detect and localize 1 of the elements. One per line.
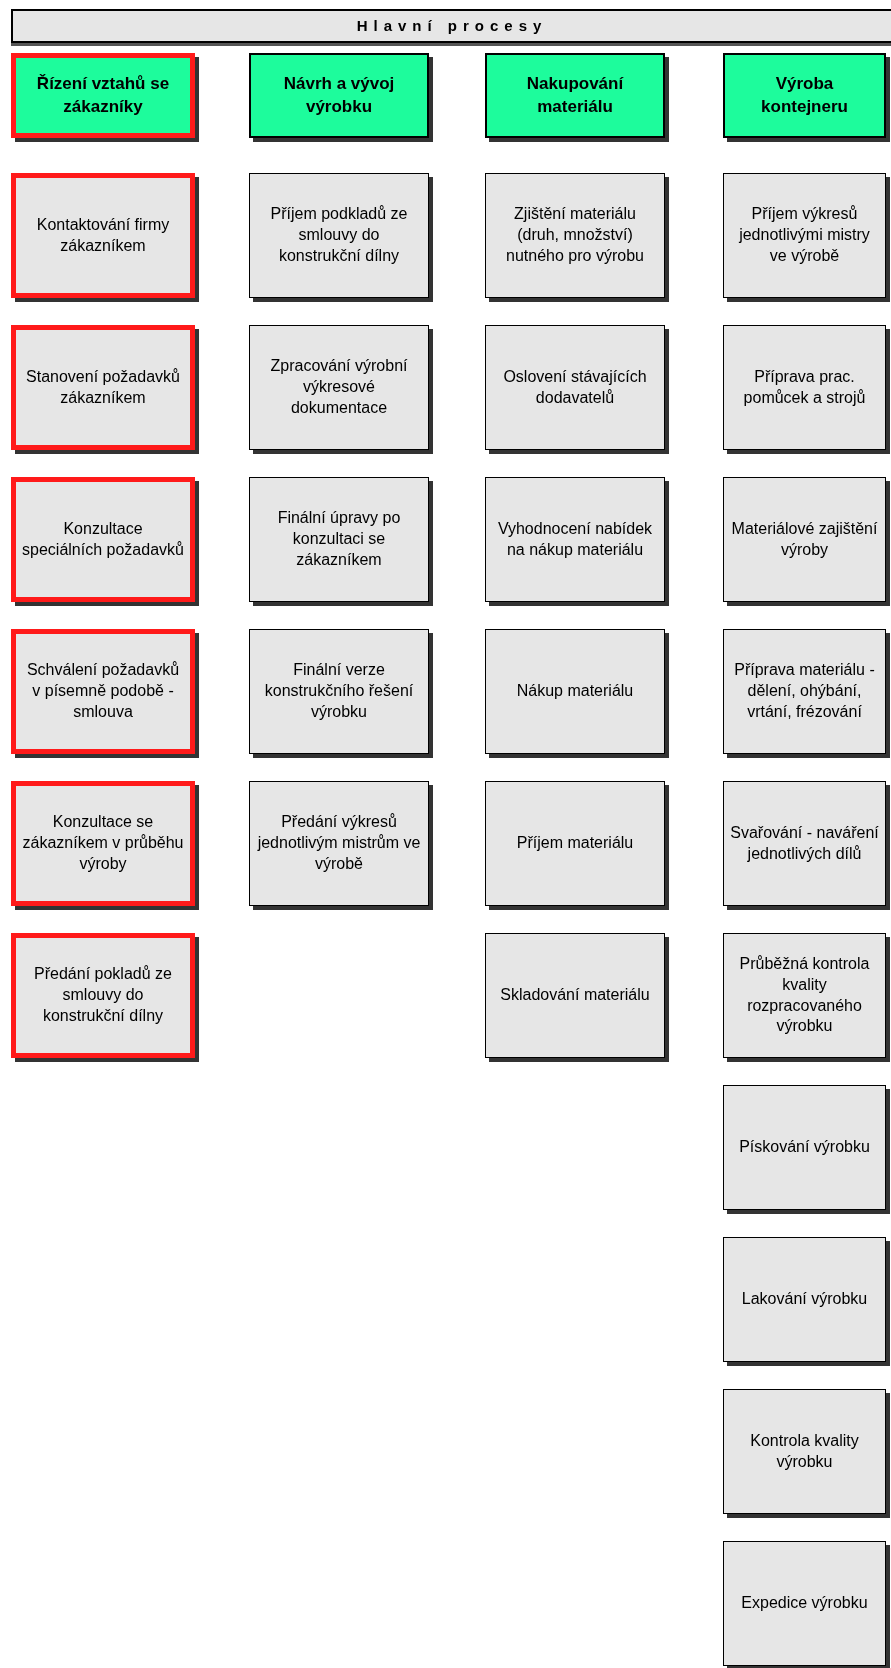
title-banner: Hlavní procesy (11, 9, 891, 43)
